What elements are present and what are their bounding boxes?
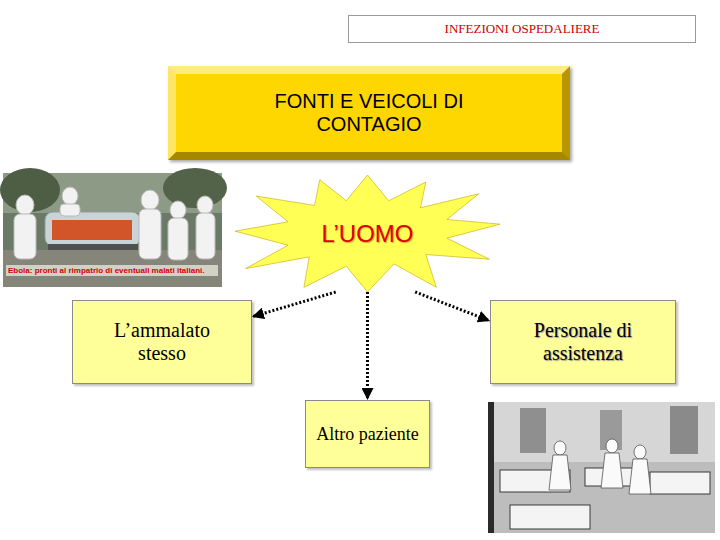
dotted-arrow bbox=[366, 292, 369, 400]
dotted-arrow bbox=[415, 292, 490, 321]
source-box: Personale di assistenza bbox=[490, 300, 676, 384]
text-stack: L’ammalato stesso bbox=[102, 319, 222, 365]
node-text: Personale di assistenza bbox=[518, 319, 648, 365]
hospital-ward-photo bbox=[488, 402, 715, 533]
starburst: L’UOMO bbox=[235, 175, 500, 292]
text-stack: FONTI E VEICOLI DI CONTAGIO bbox=[274, 90, 464, 136]
text-stack: Personale di assistenza bbox=[518, 319, 648, 365]
node-text: FONTI E VEICOLI DI CONTAGIO bbox=[274, 90, 464, 136]
node-text: Altro paziente bbox=[316, 424, 418, 445]
text-stack: Altro paziente bbox=[316, 424, 418, 445]
title-text: INFEZIONI OSPEDALIERE bbox=[445, 21, 600, 37]
dotted-arrow bbox=[252, 292, 336, 317]
heading-box: FONTI E VEICOLI DI CONTAGIO bbox=[168, 66, 570, 160]
starburst-shape bbox=[235, 175, 500, 292]
source-box: Altro paziente bbox=[305, 400, 430, 468]
text-stack: L’UOMO bbox=[321, 220, 413, 248]
title-box: INFEZIONI OSPEDALIERE bbox=[348, 15, 696, 43]
source-box: L’ammalato stesso bbox=[72, 300, 252, 384]
node-text: L’UOMO bbox=[321, 220, 413, 248]
photo-caption: Ebola: pronti al rimpatrio di eventuali … bbox=[6, 265, 218, 276]
node-text: L’ammalato stesso bbox=[102, 319, 222, 365]
ebola-photo bbox=[0, 168, 227, 287]
